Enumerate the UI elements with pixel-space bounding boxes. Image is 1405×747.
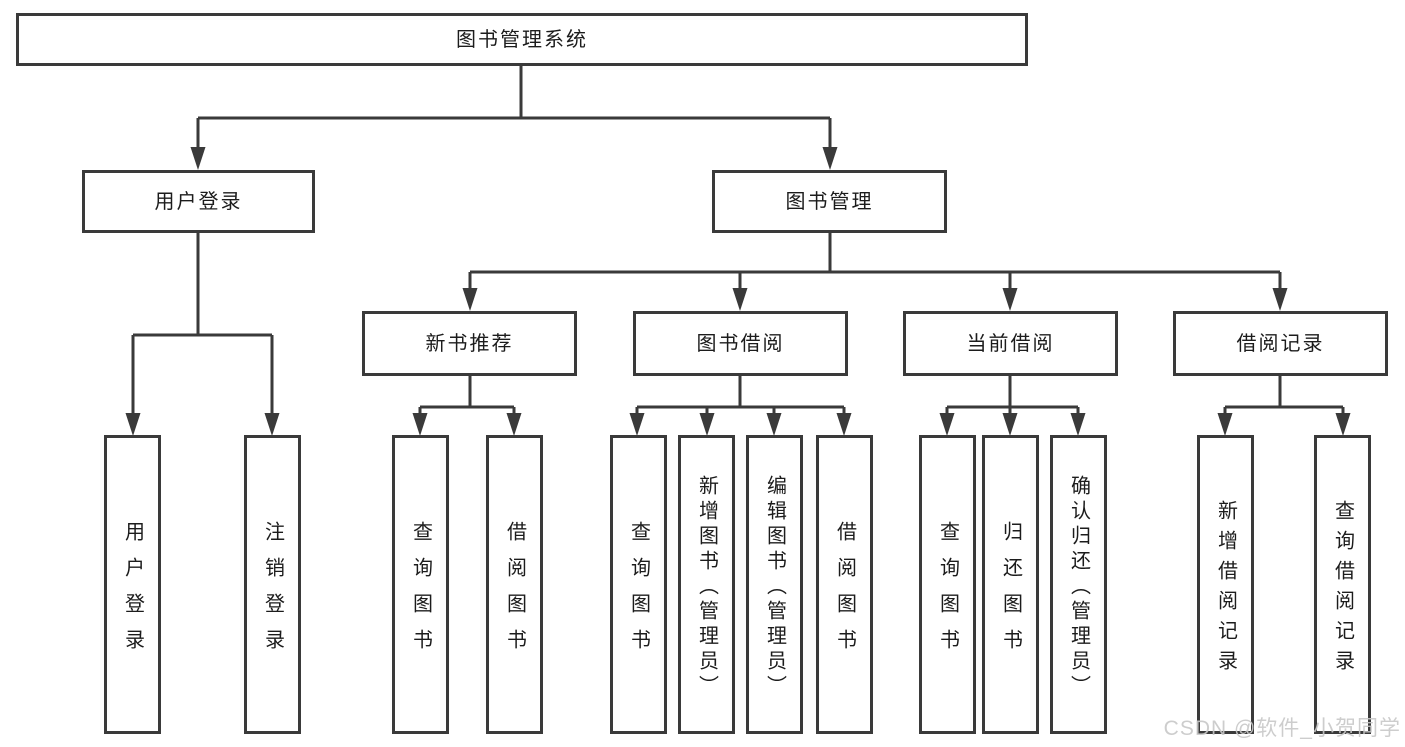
leaf-return-book: 归还图书 — [982, 435, 1039, 734]
node-library-system: 图书管理系统 — [16, 13, 1028, 66]
node-book-management: 图书管理 — [712, 170, 947, 233]
node-user-login: 用户登录 — [82, 170, 315, 233]
leaf-borrow-books-recommend: 借阅图书 — [486, 435, 543, 734]
leaf-user-login: 用户登录 — [104, 435, 161, 734]
node-book-borrow: 图书借阅 — [633, 311, 848, 376]
node-new-book-recommend: 新书推荐 — [362, 311, 577, 376]
node-borrow-records: 借阅记录 — [1173, 311, 1388, 376]
leaf-query-books-borrow: 查询图书 — [610, 435, 667, 734]
leaf-query-borrow-record: 查询借阅记录 — [1314, 435, 1371, 734]
watermark: CSDN @软件_小贺同学 — [1163, 717, 1401, 740]
leaf-query-books-recommend: 查询图书 — [392, 435, 449, 734]
leaf-add-borrow-record: 新增借阅记录 — [1197, 435, 1254, 734]
leaf-add-book-admin: 新增图书（管理员） — [678, 435, 735, 734]
leaf-confirm-return-admin: 确认归还（管理员） — [1050, 435, 1107, 734]
node-current-borrow: 当前借阅 — [903, 311, 1118, 376]
leaf-edit-book-admin: 编辑图书（管理员） — [746, 435, 803, 734]
leaf-borrow-books: 借阅图书 — [816, 435, 873, 734]
leaf-logout: 注销登录 — [244, 435, 301, 734]
leaf-query-books-current: 查询图书 — [919, 435, 976, 734]
